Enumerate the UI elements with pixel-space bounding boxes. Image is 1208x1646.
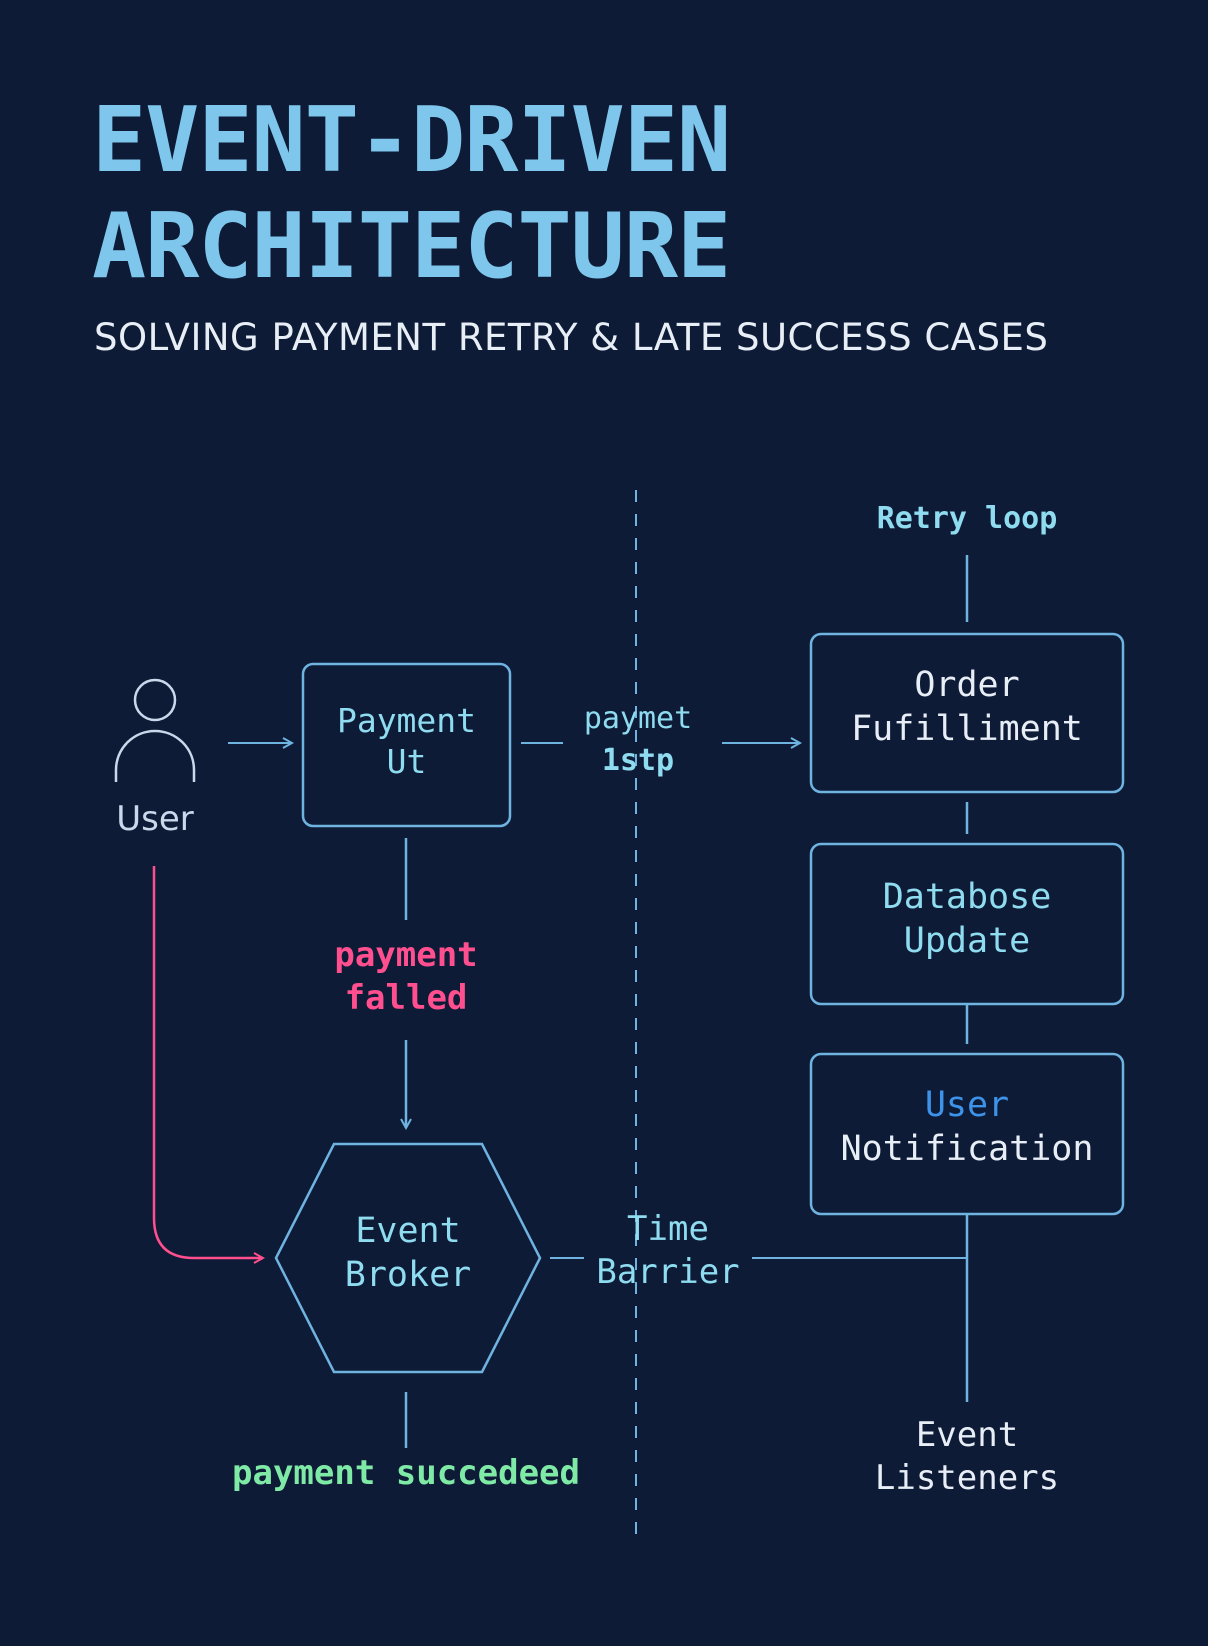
- order-fulfillment-line-1: Order: [914, 665, 1020, 705]
- time-barrier-label: Time Barrier: [584, 1208, 752, 1293]
- retry-loop-label: Retry loop: [876, 501, 1058, 536]
- payment-ui-line-1: Payment: [336, 701, 477, 740]
- database-update-line-2: Update: [903, 920, 1031, 961]
- page-title: EVENT-DRIVEN ARCHITECTURE: [92, 88, 731, 300]
- time-barrier-line-2: Barrier: [596, 1251, 740, 1292]
- title-line-2: ARCHITECTURE: [92, 194, 731, 299]
- event-listeners-line-2: Listeners: [874, 1457, 1060, 1498]
- order-fulfillment-box: [809, 632, 1125, 794]
- payment-ui-box: [301, 662, 512, 828]
- arrow-user-to-broker: [152, 866, 263, 1258]
- payment-failed-line-1: payment: [334, 935, 478, 975]
- payment-step-label: paymet 1stp: [563, 698, 713, 782]
- event-broker-line-1: Event: [355, 1211, 461, 1251]
- database-update-label: Databose Update: [811, 876, 1123, 964]
- event-listeners-line-1: Event: [915, 1415, 1019, 1455]
- payment-step-line-1: paymet: [583, 701, 693, 736]
- order-fulfillment-line-2: Fufilliment: [851, 708, 1083, 749]
- user-notification-line-2: Notification: [840, 1128, 1094, 1169]
- order-fulfillment-label: Order Fufilliment: [811, 664, 1123, 752]
- payment-step-line-2: 1stp: [601, 743, 675, 778]
- payment-succeeded-label: payment succedeed: [232, 1453, 580, 1493]
- database-update-line-1: Databose: [882, 877, 1052, 917]
- payment-ui-line-2: Ut: [386, 742, 427, 782]
- payment-failed-line-2: falled: [344, 977, 468, 1018]
- time-barrier-line-1: Time: [627, 1209, 709, 1249]
- event-broker-line-2: Broker: [344, 1254, 472, 1295]
- title-line-1: EVENT-DRIVEN: [92, 88, 731, 193]
- page-subtitle: SOLVING PAYMENT RETRY & LATE SUCCESS CAS…: [94, 316, 1049, 359]
- user-icon: [114, 678, 196, 782]
- payment-failed-label: payment falled: [306, 934, 506, 1019]
- event-listeners-label: Event Listeners: [847, 1414, 1087, 1499]
- event-broker-hexagon: [274, 1142, 542, 1374]
- user-label: User: [116, 799, 194, 839]
- user-notification-label: User Notification: [811, 1084, 1123, 1172]
- payment-ui-label: Payment Ut: [303, 700, 510, 783]
- event-broker-label: Event Broker: [306, 1210, 510, 1298]
- user-notification-line-1: User: [924, 1085, 1010, 1125]
